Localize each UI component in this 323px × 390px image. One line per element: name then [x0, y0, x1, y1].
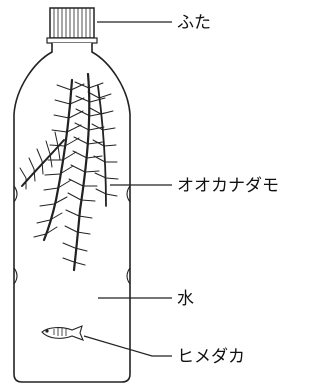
- bottle-cap: [47, 8, 97, 43]
- cap-label: ふた: [177, 13, 211, 33]
- water-label: 水: [177, 289, 194, 309]
- medaka-label: ヒメダカ: [177, 347, 245, 367]
- waterweed-label: オオカナダモ: [177, 176, 279, 196]
